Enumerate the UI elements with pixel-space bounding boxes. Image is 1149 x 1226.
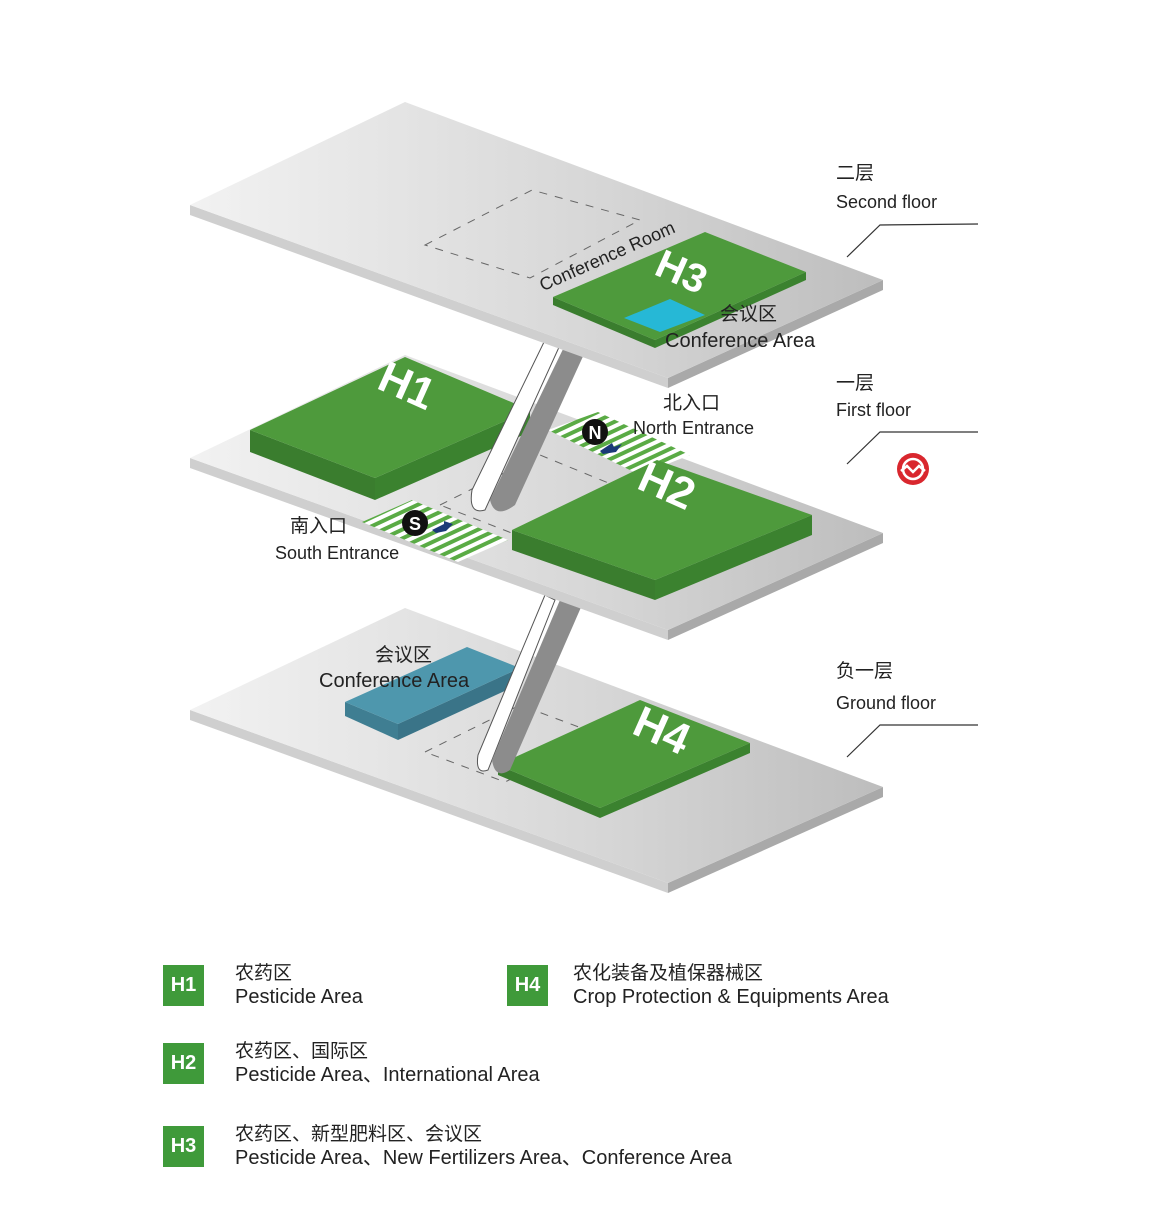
- legend-cn: 农化装备及植保器械区: [573, 962, 764, 984]
- legend-badge: H3: [163, 1125, 204, 1167]
- legend-en: Pesticide Area: [235, 986, 363, 1008]
- conference-area-top: [624, 299, 705, 332]
- legend-badge: H4: [507, 964, 548, 1006]
- escalator-upper: [470, 339, 585, 512]
- escalator-lower: [477, 594, 582, 774]
- hall-h3: H3: [553, 232, 806, 348]
- legend-badge: H1: [163, 964, 204, 1006]
- second-floor-label-en: Second floor: [836, 192, 938, 212]
- leader-line-first: [846, 431, 978, 465]
- north-entrance-en: North Entrance: [633, 418, 755, 438]
- legend-cn: 农药区、国际区: [235, 1040, 369, 1062]
- conference-area-top-en: Conference Area: [665, 330, 816, 352]
- south-marker: S: [402, 510, 453, 536]
- ground-floor-label-cn: 负一层: [836, 660, 894, 682]
- hall-h4: H4: [498, 697, 750, 818]
- legend-en: Pesticide Area、International Area: [235, 1064, 540, 1086]
- north-marker: N: [582, 419, 622, 454]
- legend-badge: H2: [163, 1042, 204, 1084]
- first-floor-label-en: First floor: [836, 400, 912, 420]
- ground-floor-label-en: Ground floor: [836, 693, 937, 713]
- ground-conference-area: [345, 647, 520, 740]
- south-entrance-cn: 南入口: [290, 515, 348, 537]
- svg-text:N: N: [589, 423, 602, 443]
- entrance-arrow-icon: [432, 521, 453, 533]
- legend-cn: 农药区、新型肥料区、会议区: [235, 1123, 483, 1145]
- conference-area-ground-cn: 会议区: [375, 644, 433, 666]
- south-entrance-en: South Entrance: [275, 543, 400, 563]
- svg-text:S: S: [409, 514, 421, 534]
- entrance-arrow-icon: [600, 443, 622, 454]
- legend-en: Pesticide Area、New Fertilizers Area、Conf…: [235, 1147, 732, 1169]
- leader-line-second: [846, 223, 979, 258]
- conference-area-ground-en: Conference Area: [319, 670, 470, 692]
- legend-en: Crop Protection & Equipments Area: [573, 986, 889, 1008]
- conference-area-top-cn: 会议区: [720, 303, 778, 325]
- first-floor-label-cn: 一层: [836, 372, 875, 394]
- second-floor-label-cn: 二层: [836, 162, 875, 184]
- ground-floor-plate: [190, 608, 883, 893]
- leader-line-ground: [846, 724, 978, 758]
- legend-cn: 农药区: [235, 962, 293, 984]
- metro-icon: [897, 453, 929, 485]
- north-entrance-cn: 北入口: [663, 392, 721, 414]
